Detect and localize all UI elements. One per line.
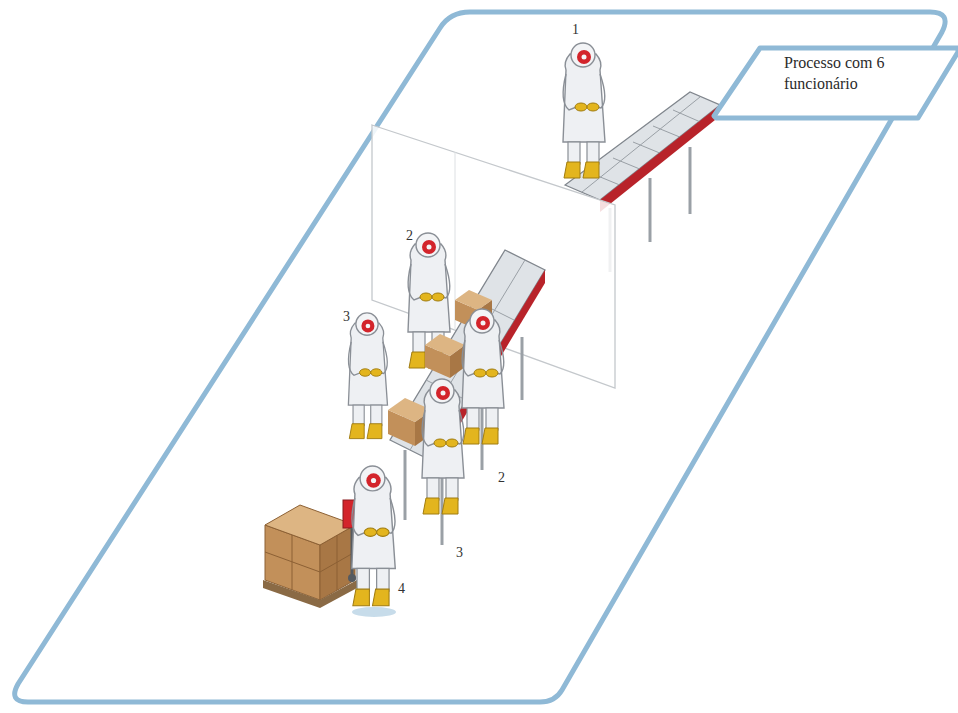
- box-title: Processo com 6 funcionário: [784, 52, 896, 94]
- callout-number: 1: [572, 22, 579, 38]
- worker: [422, 379, 464, 514]
- belt-leg: [649, 178, 652, 242]
- worker: [352, 466, 395, 606]
- label-box-shape: [714, 48, 958, 118]
- callout-number: 2: [498, 470, 505, 486]
- worker: [563, 43, 605, 178]
- belt-slats: [402, 260, 525, 450]
- callout-number: 3: [343, 309, 350, 325]
- cardboard-box: [425, 334, 465, 378]
- pallet: [263, 580, 357, 608]
- conveyor-belt: [390, 250, 545, 545]
- worker: [348, 313, 387, 439]
- belt-leg: [689, 147, 692, 214]
- callout-number: 4: [398, 581, 405, 597]
- worker: [462, 309, 504, 444]
- callout-number: 2: [406, 228, 413, 244]
- belt-leg: [521, 337, 524, 400]
- label-box: Processo com 6 funcionário: [712, 46, 958, 120]
- callout-number: 3: [456, 545, 463, 561]
- belt-leg: [404, 450, 407, 520]
- belt-rail: [600, 105, 720, 212]
- floor-marker: [352, 607, 396, 617]
